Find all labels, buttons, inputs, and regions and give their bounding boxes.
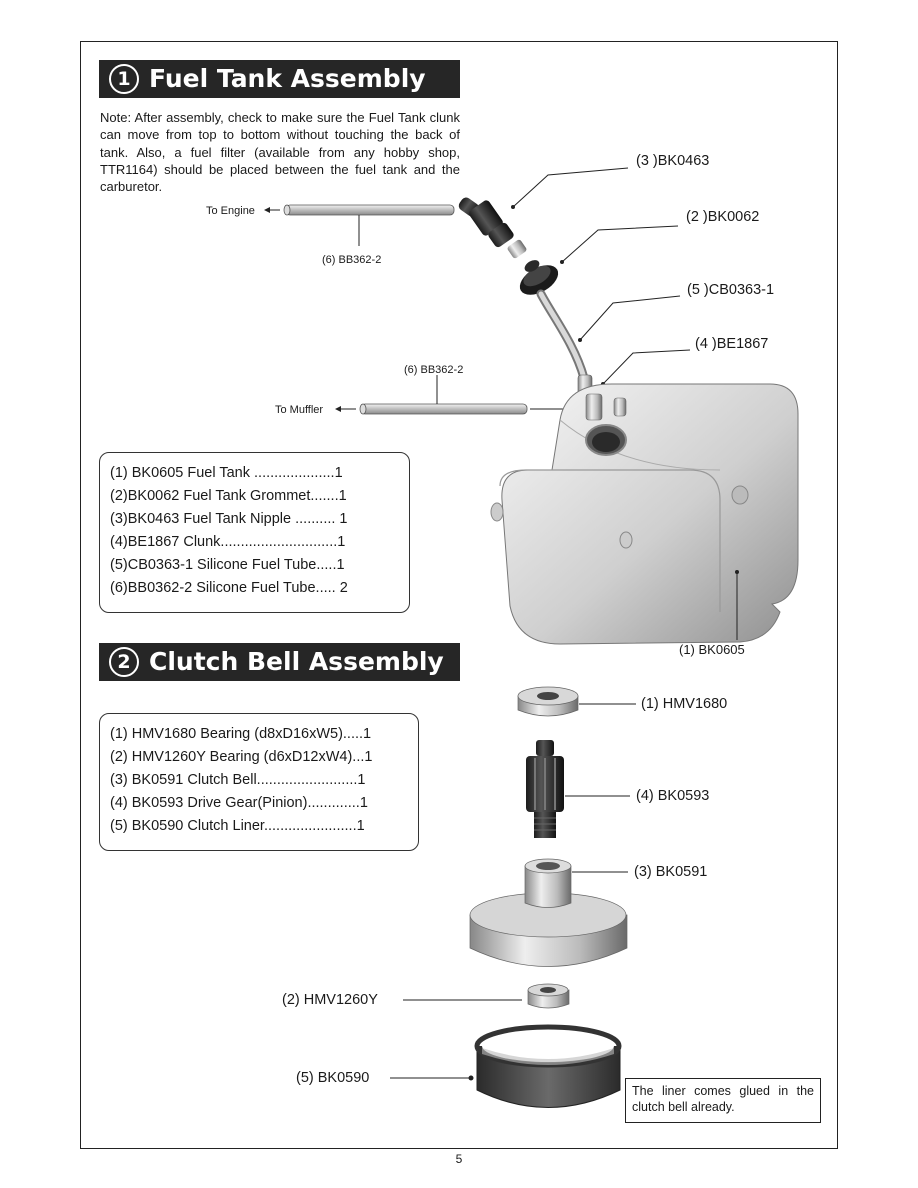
- to-muffler-label: To Muffler: [275, 404, 324, 416]
- page-number: 5: [455, 1152, 463, 1166]
- section-number: 2: [109, 647, 139, 677]
- fuel-parts-list: (1) BK0605 Fuel Tank ...................…: [99, 452, 410, 613]
- drive-gear-pinion: [526, 740, 630, 838]
- parts-list-item: (6)BB0362-2 Silicone Fuel Tube..... 2: [110, 580, 348, 596]
- bell-label: (3) BK0591: [634, 864, 708, 880]
- parts-list-item: (3)BK0463 Fuel Tank Nipple .......... 1: [110, 511, 348, 527]
- nipple-label: (3 )BK0463: [636, 153, 710, 169]
- liner-label: (5) BK0590: [296, 1070, 370, 1086]
- fuel-note: Note: After assembly, check to make sure…: [100, 110, 460, 195]
- clutch-parts-list: (1) HMV1680 Bearing (d8xD16xW5).....1 (2…: [99, 713, 419, 851]
- clutch-bell-heading: 2 Clutch Bell Assembly: [99, 643, 460, 681]
- clunk-label: (4 )BE1867: [695, 336, 769, 352]
- silicone-tube-label: (5 )CB0363-1: [687, 282, 775, 298]
- fuel-tank-heading: 1 Fuel Tank Assembly: [99, 60, 460, 98]
- parts-list-item: (2) HMV1260Y Bearing (d6xD12xW4)...1: [110, 749, 373, 765]
- parts-list-item: (1) BK0605 Fuel Tank ...................…: [110, 465, 343, 481]
- parts-list-item: (3) BK0591 Clutch Bell..................…: [110, 772, 366, 788]
- tank-grommet: [519, 225, 679, 295]
- to-engine-label: To Engine: [206, 205, 255, 217]
- clutch-liner: [390, 1024, 622, 1108]
- tube-top-label: (6) BB362-2: [322, 254, 382, 266]
- section-title: Fuel Tank Assembly: [149, 64, 426, 93]
- fuel-tank: [490, 383, 799, 645]
- bearing-large: [517, 686, 636, 717]
- liner-note: The liner comes glued in the clutch bell…: [625, 1078, 821, 1123]
- engine-tube: [264, 204, 455, 246]
- parts-list-item: (5) BK0590 Clutch Liner.................…: [110, 818, 365, 834]
- muffler-tube: [335, 375, 594, 415]
- section-title: Clutch Bell Assembly: [149, 647, 444, 676]
- pinion-label: (4) BK0593: [636, 788, 710, 804]
- bearing-small-label: (2) HMV1260Y: [282, 992, 378, 1008]
- parts-list-item: (1) HMV1680 Bearing (d8xD16xW5).....1: [110, 726, 372, 742]
- section-number: 1: [109, 64, 139, 94]
- silicone-fuel-tube: [536, 289, 681, 383]
- parts-list-item: (5)CB0363-1 Silicone Fuel Tube.....1: [110, 557, 345, 573]
- parts-list-item: (4) BK0593 Drive Gear(Pinion)...........…: [110, 795, 368, 811]
- grommet-label: (2 )BK0062: [686, 209, 760, 225]
- bearing-large-label: (1) HMV1680: [641, 696, 728, 712]
- clutch-bell: [469, 858, 628, 967]
- fuel-nipple: [458, 167, 629, 259]
- tube-bottom-label: (6) BB362-2: [404, 364, 464, 376]
- bearing-small: [403, 983, 570, 1009]
- tank-label: (1) BK0605: [679, 642, 745, 657]
- parts-list-item: (2)BK0062 Fuel Tank Grommet.......1: [110, 488, 347, 504]
- page-frame: [80, 41, 838, 1149]
- parts-list-item: (4)BE1867 Clunk.........................…: [110, 534, 346, 550]
